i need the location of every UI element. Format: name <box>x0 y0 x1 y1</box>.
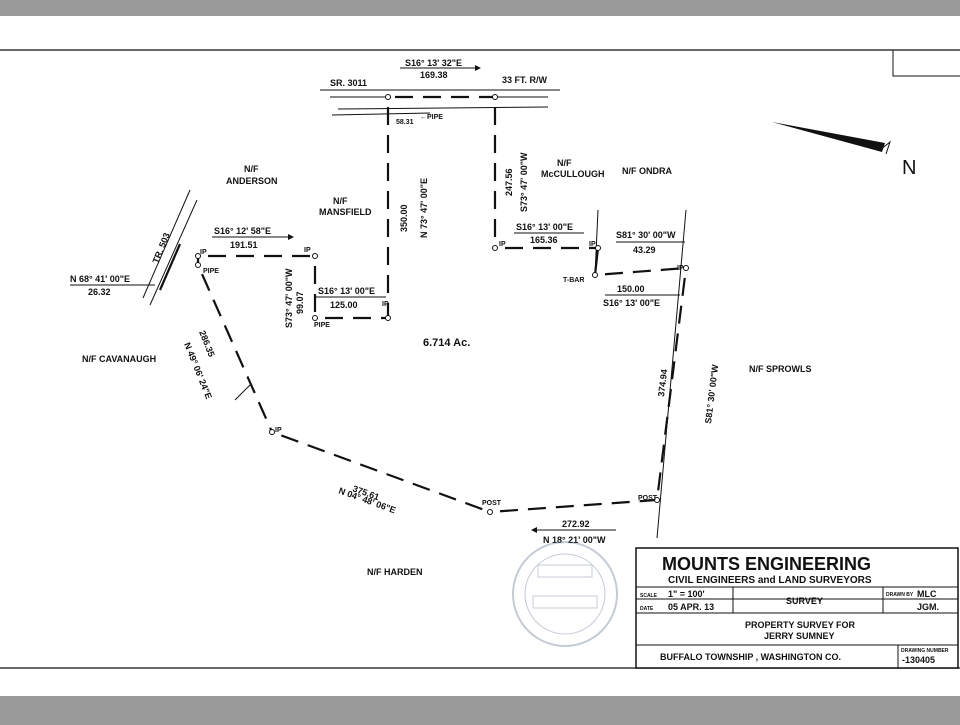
anderson-nf: N/F <box>244 164 259 174</box>
drawing-type: SURVEY <box>786 596 823 606</box>
ip-label-mansfield: IP <box>304 247 311 254</box>
mccullough-name: McCULLOUGH <box>541 169 605 179</box>
pipe-label-left: PIPE <box>203 268 219 275</box>
ip-label-bottom: IP <box>275 427 282 434</box>
drawing-number-label: DRAWING NUMBER <box>901 648 949 654</box>
drawn-label: DRAWN BY <box>886 592 914 598</box>
checked-value: JGM. <box>917 602 939 612</box>
ondra-name: N/F ONDRA <box>622 166 672 176</box>
harden-name: N/F HARDEN <box>367 567 423 577</box>
left-top-bearing: S16° 12' 58"E <box>214 226 271 236</box>
pipe-arrow-label: ←PIPE <box>420 114 443 121</box>
bottom-right-dist: 272.92 <box>562 519 590 529</box>
corner-markers <box>195 94 689 515</box>
top-bearing: S16° 13' 32"E <box>405 58 462 68</box>
road-label: SR. 3011 <box>330 78 367 88</box>
pipe-label-mansfield: PIPE <box>314 322 330 329</box>
project-line1: PROPERTY SURVEY FOR <box>745 620 856 630</box>
bottom-right-arrowhead <box>531 527 537 533</box>
mcc-v-dist: 247.56 <box>504 168 514 196</box>
mccullough-nf: N/F <box>557 158 572 168</box>
ip-label-mccullough: IP <box>499 241 506 248</box>
mcc-h-dist: 165.36 <box>530 235 558 245</box>
surveyor-seal <box>512 541 618 647</box>
mansfield-v-dist: 99.07 <box>295 291 305 314</box>
mansfield-h-dist: 125.00 <box>330 300 358 310</box>
post-label-right: POST <box>638 495 658 502</box>
parcel-boundary <box>196 97 688 539</box>
post-label-bottom: POST <box>482 500 502 507</box>
drawing-number: -130405 <box>902 655 935 665</box>
area-label: 6.714 Ac. <box>423 337 470 349</box>
small-dist: 58.31 <box>396 119 414 126</box>
corner-box <box>892 49 960 77</box>
top-dist: 169.38 <box>420 70 448 80</box>
left-top-dist: 191.51 <box>230 240 258 250</box>
project-line2: JERRY SUMNEY <box>764 631 835 641</box>
ondra-bearing: S81° 30' 00"W <box>616 230 676 240</box>
top-arrowhead <box>475 65 481 71</box>
main-v-bearing: N 73° 47' 00"E <box>419 178 429 238</box>
mcc-h-bearing: S16° 13' 00"E <box>516 222 573 232</box>
north-arrow: N <box>772 122 916 179</box>
road-tr-503 <box>142 189 198 306</box>
main-v-dist: 350.00 <box>399 204 409 232</box>
north-arrow-letter: N <box>902 157 916 179</box>
ondra-dist: 43.29 <box>633 245 656 255</box>
date-value: 05 APR. 13 <box>668 602 714 612</box>
bottom-right-bearing: N 18° 21' 00"W <box>543 535 606 545</box>
anderson-name: ANDERSON <box>226 176 278 186</box>
row-label: 33 FT. R/W <box>502 75 548 85</box>
road-sr-3011 <box>330 95 549 116</box>
tbar-label: T-BAR <box>563 277 584 284</box>
mansfield-h-bearing: S16° 13' 00"E <box>318 286 375 296</box>
ip-label-right: IP <box>677 265 684 272</box>
scale-label: SCALE <box>640 593 658 599</box>
scale-value: 1" = 100' <box>668 589 705 599</box>
company-name: MOUNTS ENGINEERING <box>662 554 871 574</box>
date-label: DATE <box>640 606 654 612</box>
tbar-dist: 150.00 <box>617 284 645 294</box>
mcc-v-bearing: S73° 47' 00"W <box>519 152 529 212</box>
ip-label-ondra: IP <box>589 241 596 248</box>
cavanaugh-name: N/F CAVANAUGH <box>82 354 156 364</box>
left-top-arrowhead <box>288 234 294 240</box>
mansfield-nf: N/F <box>333 196 348 206</box>
tbar-bearing: S16° 13' 00"E <box>603 298 660 308</box>
mansfield-name: MANSFIELD <box>319 207 372 217</box>
drawn-value: MLC <box>917 589 937 599</box>
sprowls-name: N/F SPROWLS <box>749 364 812 374</box>
location: BUFFALO TOWNSHIP , WASHINGTON CO. <box>660 652 841 662</box>
ip-label-anderson: IP <box>200 249 207 256</box>
right-v-dist: 374.94 <box>656 369 669 398</box>
tr-dist: 26.32 <box>88 287 111 297</box>
tr-bearing: N 68° 41' 00"E <box>70 274 130 284</box>
mansfield-v-bearing: S73° 47' 00"W <box>284 268 294 328</box>
title-block <box>635 547 959 669</box>
ip-label-inner: IP <box>382 301 389 308</box>
company-subtitle: CIVIL ENGINEERS and LAND SURVEYORS <box>668 575 872 586</box>
